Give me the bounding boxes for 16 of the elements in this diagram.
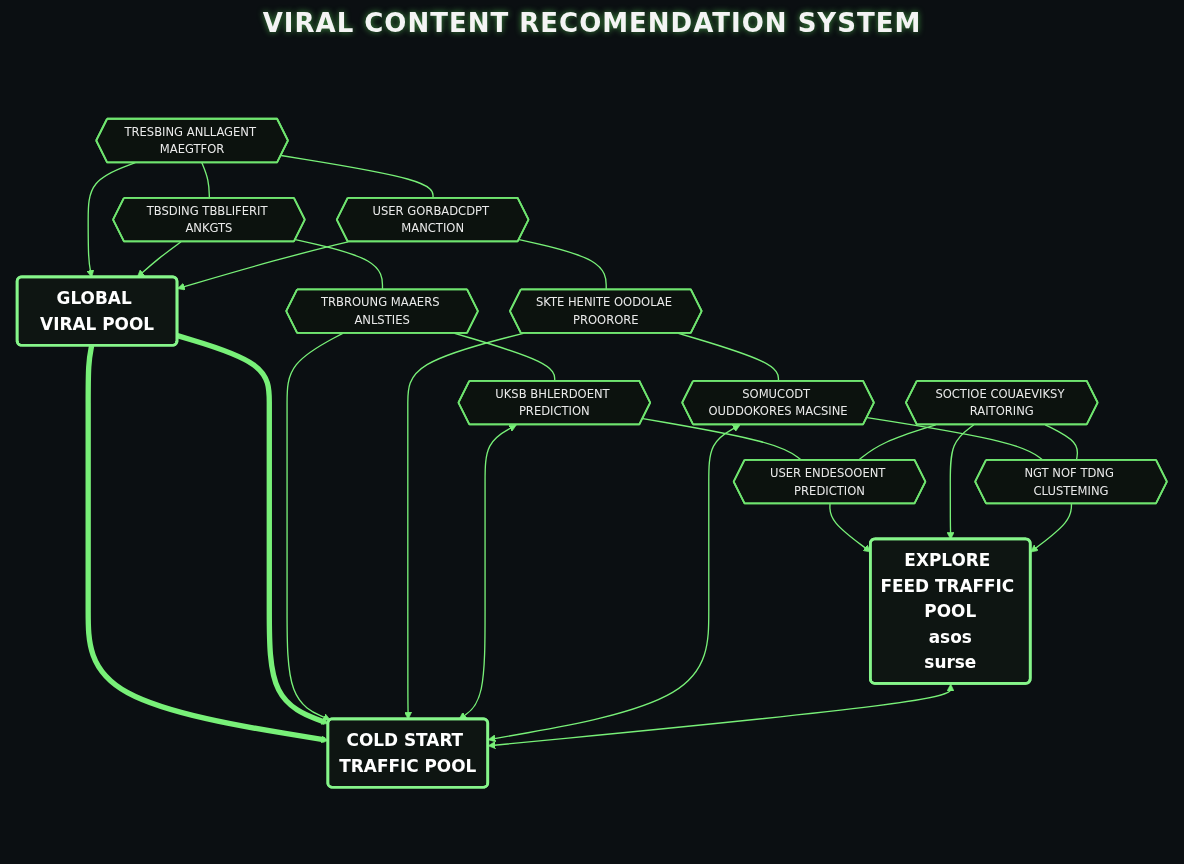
connector xyxy=(201,162,211,199)
connector xyxy=(857,424,937,461)
connector xyxy=(294,239,384,291)
arrow xyxy=(286,332,344,721)
diagram-title: VIRAL CONTENT RECOMENDATION SYSTEM xyxy=(262,8,922,38)
connector xyxy=(518,239,607,291)
arrow xyxy=(487,424,741,743)
connector xyxy=(280,154,434,199)
connector xyxy=(642,417,803,461)
connector xyxy=(454,332,556,382)
connector xyxy=(866,416,1044,461)
arrow xyxy=(177,241,349,291)
connector xyxy=(677,332,780,382)
connector xyxy=(1044,424,1079,461)
arrow xyxy=(1030,503,1073,553)
arrow xyxy=(487,683,955,750)
